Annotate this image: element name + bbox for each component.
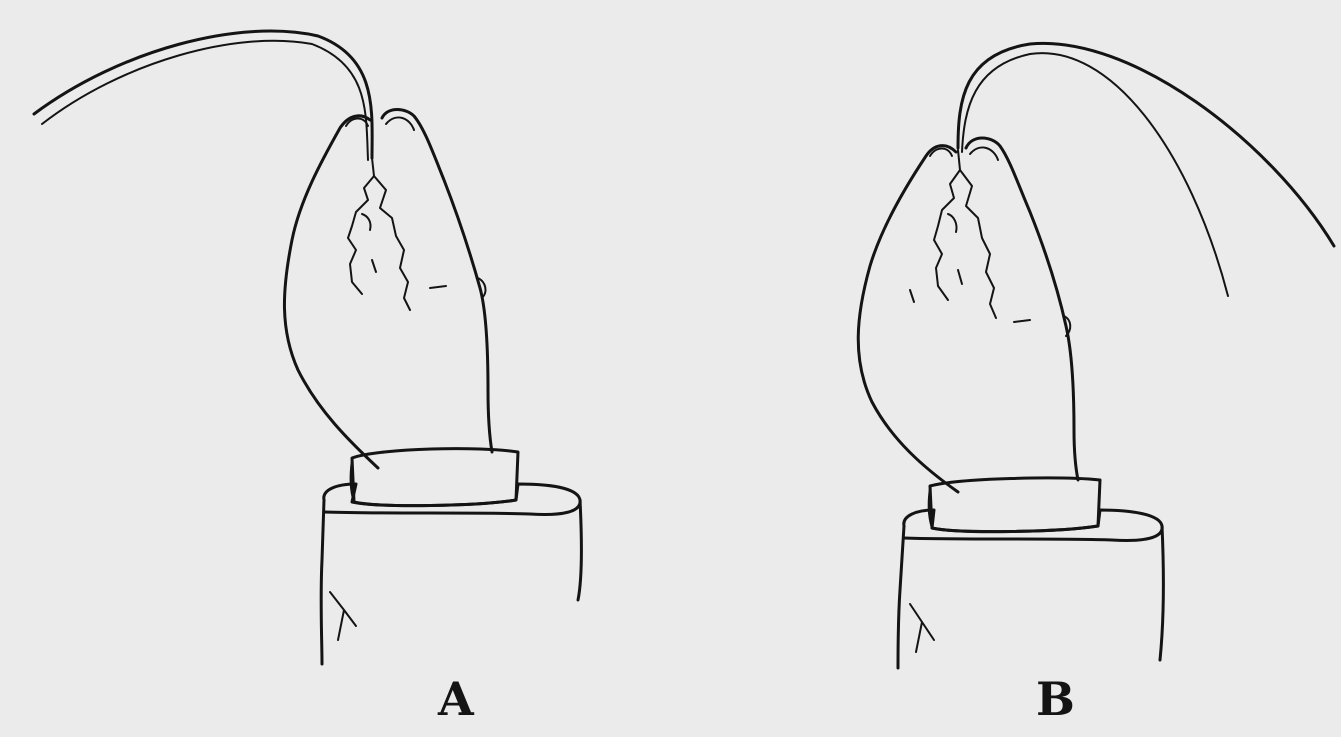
panel-b-drawing	[858, 43, 1334, 668]
panel-b-hand	[858, 138, 1078, 492]
panel-a-hair	[34, 31, 372, 160]
panel-a-drawing	[34, 31, 581, 664]
panel-b-shirt-cuff	[929, 478, 1100, 532]
panel-b-label: B	[1036, 676, 1075, 722]
panel-b-hair	[958, 43, 1334, 296]
panel-a-hand	[284, 110, 492, 469]
panel-b-sleeve	[898, 510, 1163, 668]
panel-a-label: A	[438, 676, 474, 722]
panel-a-sleeve	[321, 484, 581, 664]
panel-a-shirt-cuff	[351, 449, 518, 506]
